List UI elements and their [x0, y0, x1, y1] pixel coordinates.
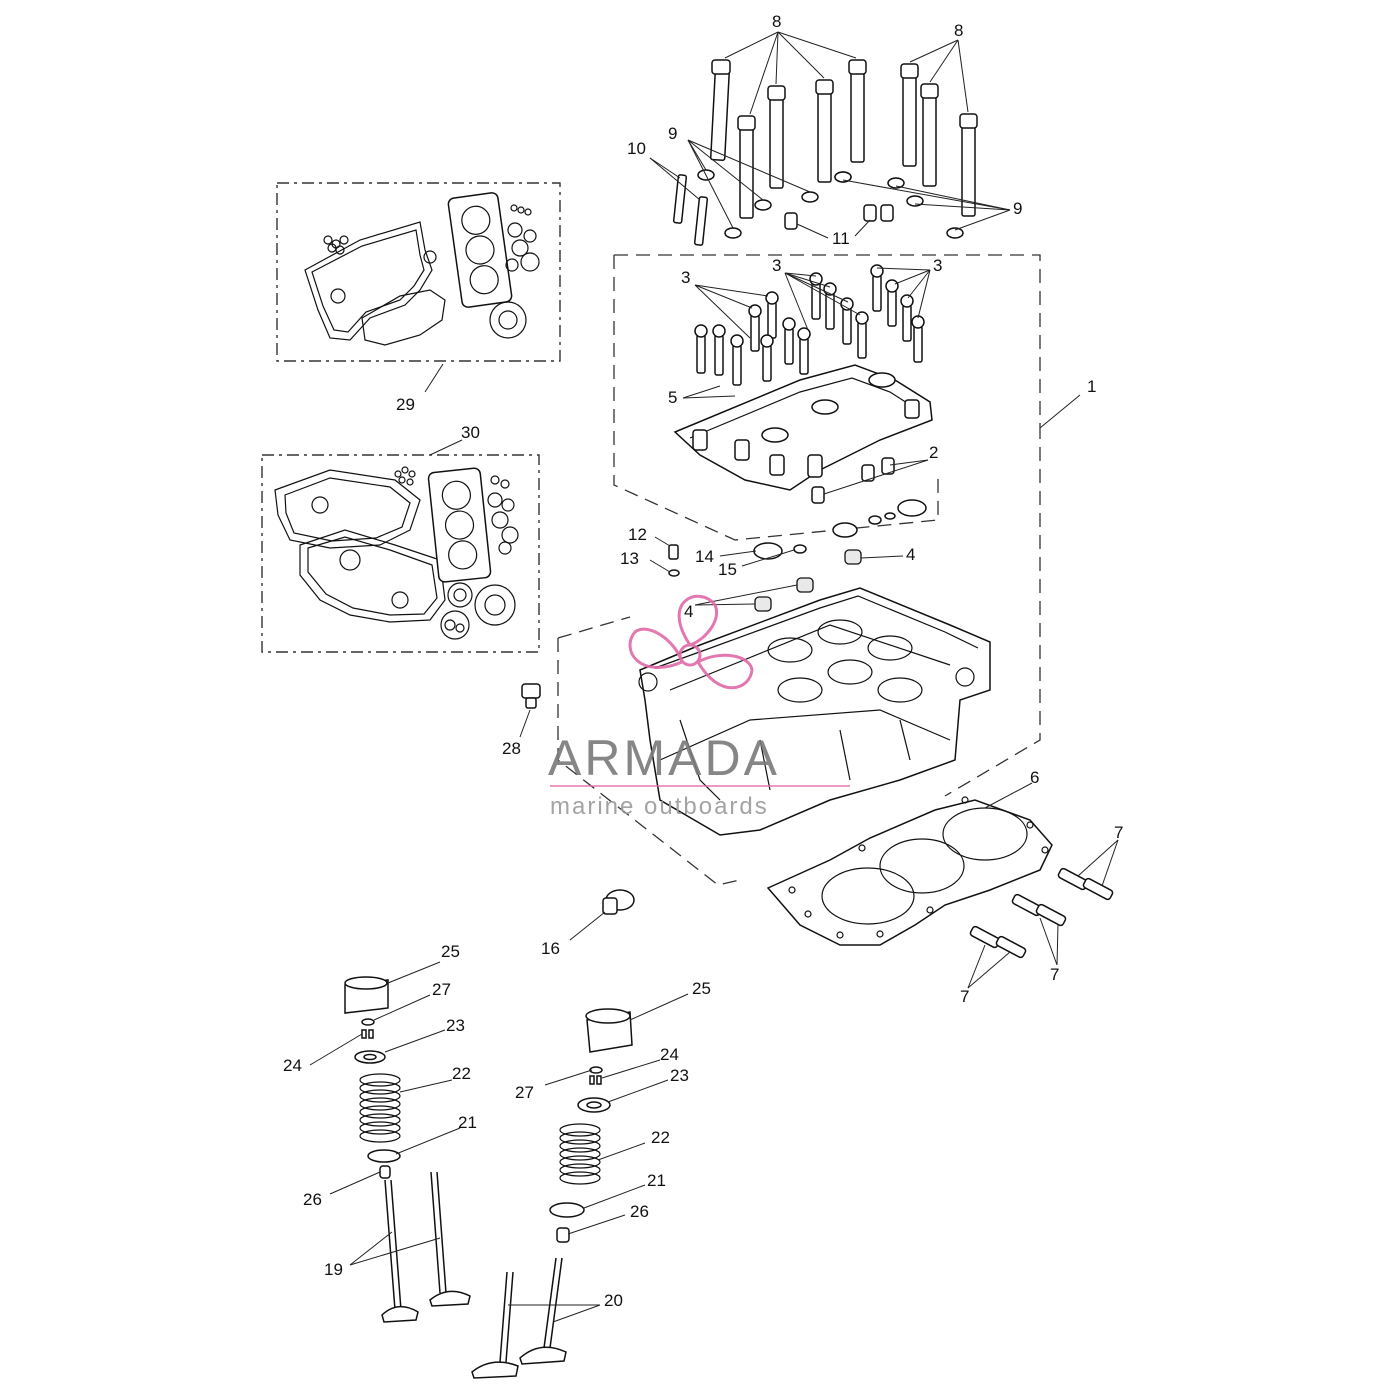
- callout-16: 16: [541, 939, 560, 958]
- callout-9b: 9: [1013, 199, 1022, 218]
- washers-dowels: 9 9 10 11: [627, 124, 1022, 248]
- propeller-logo-icon: [628, 594, 754, 690]
- valve-train-left: 25 27 23 24 22 21 26 19: [283, 942, 477, 1323]
- gasket-kit-30: 30: [261, 423, 540, 653]
- callout-8a: 8: [772, 12, 781, 31]
- callout-30: 30: [461, 423, 480, 442]
- callout-7a: 7: [1114, 823, 1123, 842]
- callout-3c: 3: [933, 256, 942, 275]
- callout-21a: 21: [458, 1113, 477, 1132]
- callout-26b: 26: [630, 1202, 649, 1221]
- callout-3a: 3: [681, 268, 690, 287]
- callout-23b: 23: [670, 1066, 689, 1085]
- watermark: ARMADA marine outboards: [548, 594, 850, 820]
- callout-25a: 25: [441, 942, 460, 961]
- callout-3b: 3: [772, 256, 781, 275]
- callout-6: 6: [1030, 768, 1039, 787]
- callout-29: 29: [396, 395, 415, 414]
- callout-20: 20: [604, 1291, 623, 1310]
- callout-26a: 26: [303, 1190, 322, 1209]
- callout-5: 5: [668, 388, 677, 407]
- callout-8b: 8: [954, 21, 963, 40]
- callout-28: 28: [502, 739, 521, 758]
- valve-train-right: 25 24 27 23 22 21 26 20: [471, 979, 711, 1379]
- callout-7b: 7: [1050, 965, 1059, 984]
- callout-27b: 27: [515, 1083, 534, 1102]
- head-bolts: 8 8: [710, 12, 978, 219]
- callout-15: 15: [718, 560, 737, 579]
- watermark-brand: ARMADA: [548, 730, 780, 786]
- callout-2: 2: [929, 443, 938, 462]
- callout-19: 19: [324, 1260, 343, 1279]
- callout-7c: 7: [960, 987, 969, 1006]
- callout-1: 1: [1087, 377, 1096, 396]
- callout-27a: 27: [432, 980, 451, 999]
- cam-carrier-assembly: 1 3 3 3 5 2: [613, 254, 1096, 541]
- cylinder-head: 4 4 28: [502, 425, 1041, 886]
- callout-22a: 22: [452, 1064, 471, 1083]
- callout-22b: 22: [651, 1128, 670, 1147]
- callout-14: 14: [695, 547, 714, 566]
- gasket-kit-29: 29: [276, 182, 561, 414]
- callout-12: 12: [628, 525, 647, 544]
- callout-25b: 25: [692, 979, 711, 998]
- callout-13: 13: [620, 549, 639, 568]
- callout-24b: 24: [660, 1045, 679, 1064]
- plug-16: 16: [541, 889, 635, 958]
- callout-4b: 4: [684, 602, 693, 621]
- callout-9a: 9: [668, 124, 677, 143]
- callout-24a: 24: [283, 1056, 302, 1075]
- watermark-tagline: marine outboards: [550, 793, 769, 820]
- callout-21b: 21: [647, 1171, 666, 1190]
- callout-23a: 23: [446, 1016, 465, 1035]
- callout-4a: 4: [906, 545, 915, 564]
- seals-small: 12 13 14 15: [620, 499, 927, 579]
- callout-10: 10: [627, 139, 646, 158]
- head-gasket: 6 7 7 7: [766, 768, 1123, 1006]
- callout-11: 11: [832, 229, 850, 248]
